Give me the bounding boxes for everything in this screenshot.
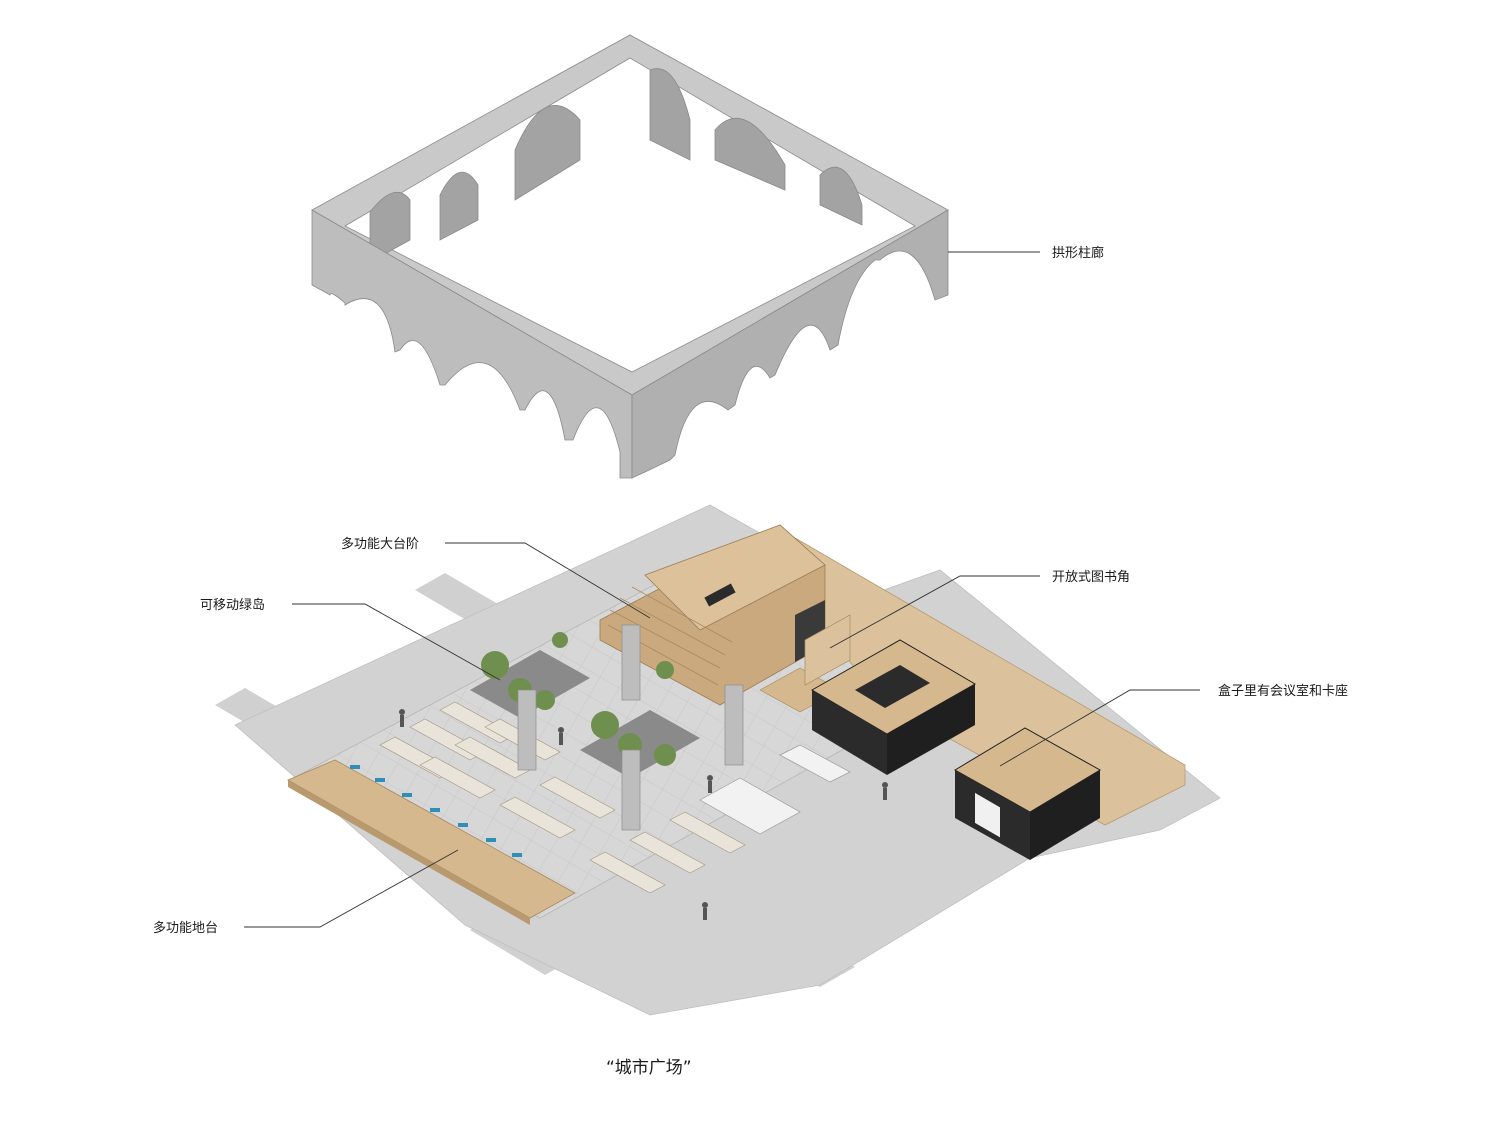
arcade-frame xyxy=(311,34,949,479)
arcade-open-center xyxy=(344,57,916,373)
label-platform: 多功能地台 xyxy=(153,920,218,936)
arcade-left-face xyxy=(311,209,633,479)
label-arcade: 拱形柱廊 xyxy=(1052,245,1104,261)
tables xyxy=(379,701,746,894)
arcade-right-face xyxy=(631,209,949,479)
label-green-island: 可移动绿岛 xyxy=(200,597,265,613)
people xyxy=(399,709,888,920)
multipurpose-platform xyxy=(287,759,576,925)
label-stairs: 多功能大台阶 xyxy=(341,536,419,552)
columns xyxy=(517,624,744,831)
leader-lines xyxy=(244,251,1200,928)
label-box-rooms: 盒子里有会议室和卡座 xyxy=(1218,683,1348,699)
white-bar xyxy=(699,744,851,835)
green-islands xyxy=(470,632,700,778)
caption: “城市广场” xyxy=(606,1058,692,1078)
black-box-rooms xyxy=(811,639,1101,860)
arcade-inner-arches xyxy=(369,68,863,263)
grand-stairs xyxy=(599,524,826,706)
label-library: 开放式图书角 xyxy=(1052,570,1130,585)
